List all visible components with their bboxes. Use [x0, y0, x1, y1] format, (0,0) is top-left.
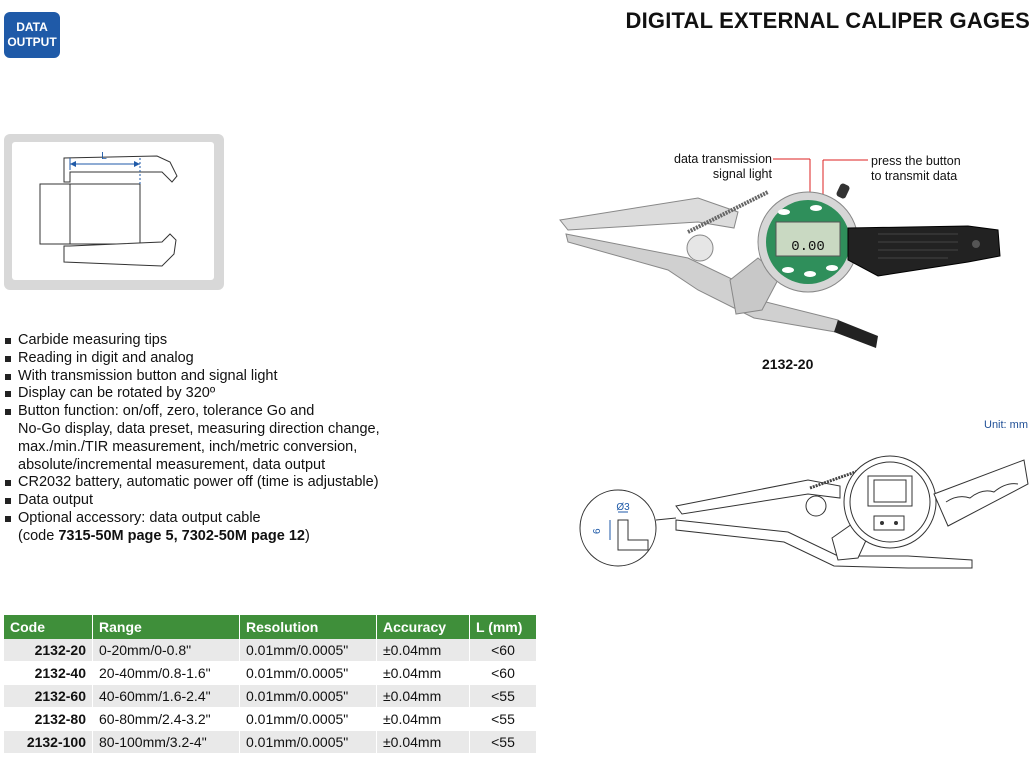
table-cell: ±0.04mm	[376, 684, 470, 708]
code-suffix: )	[304, 527, 310, 544]
feature-text: Reading in digit and analog	[18, 349, 194, 366]
spec-table: Code Range Resolution Accuracy L (mm) 21…	[4, 615, 537, 754]
table-cell: ±0.04mm	[376, 661, 470, 685]
feature-item: Carbide measuring tips	[4, 332, 444, 350]
feature-text: Data output	[18, 492, 93, 509]
display-reading: 0.00	[791, 239, 825, 255]
feature-text-continued: max./min./TIR measurement, inch/metric c…	[18, 438, 358, 455]
table-cell: 2132-20	[4, 639, 93, 662]
feature-item: CR2032 battery, automatic power off (tim…	[4, 474, 444, 492]
caliper-schematic: L	[39, 151, 178, 267]
gauge-button	[778, 209, 790, 215]
table-cell: 2132-60	[4, 684, 93, 708]
unit-label: Unit: mm	[984, 419, 1028, 431]
table-cell: <55	[469, 707, 537, 731]
feature-text-continued: No-Go display, data preset, measuring di…	[18, 420, 380, 437]
table-cell: 2132-100	[4, 730, 93, 754]
label-transmit-line1: press the button	[871, 154, 961, 168]
table-cell: ±0.04mm	[376, 730, 470, 754]
feature-text: With transmission button and signal ligh…	[18, 367, 278, 384]
badge-line-2: OUTPUT	[7, 35, 57, 49]
table-cell: 0-20mm/0-0.8"	[92, 639, 240, 662]
header-resolution: Resolution	[239, 615, 377, 639]
feature-item: Display can be rotated by 320º	[4, 385, 444, 403]
table-cell: 40-60mm/1.6-2.4"	[92, 684, 240, 708]
gauge-button	[826, 265, 838, 271]
label-signal-light: data transmission signal light	[662, 152, 772, 182]
label-transmit-button: press the button to transmit data	[871, 154, 961, 184]
code-prefix: (code	[18, 527, 59, 544]
feature-item: With transmission button and signal ligh…	[4, 368, 444, 386]
feature-text: Optional accessory: data output cable	[18, 509, 261, 526]
tip-length: 6	[592, 528, 603, 534]
data-output-badge: DATA OUTPUT	[4, 12, 60, 58]
dimension-label: L	[101, 151, 107, 162]
model-number: 2132-20	[762, 356, 814, 372]
table-cell: <55	[469, 684, 537, 708]
handle	[847, 225, 1001, 277]
table-cell: <60	[469, 661, 537, 685]
feature-text: Button function: on/off, zero, tolerance…	[18, 403, 315, 420]
feature-item: Button function: on/off, zero, tolerance…	[4, 403, 444, 474]
header-code: Code	[4, 615, 93, 639]
header-range: Range	[92, 615, 240, 639]
table-cell: <60	[469, 639, 537, 662]
gauge-button	[782, 267, 794, 273]
page-title: DIGITAL EXTERNAL CALIPER GAGES	[625, 8, 1030, 33]
feature-item: Optional accessory: data output cable(co…	[4, 510, 444, 546]
feature-text-continued: absolute/incremental measurement, data o…	[18, 456, 326, 473]
gauge-button	[810, 205, 822, 211]
label-signal-light-line2: signal light	[712, 167, 772, 181]
table-cell: 80-100mm/3.2-4"	[92, 730, 240, 754]
product-photo: 0.00	[559, 158, 1001, 348]
table-cell: 60-80mm/2.4-3.2"	[92, 707, 240, 731]
tip-diameter: Ø3	[616, 502, 630, 513]
feature-text: Carbide measuring tips	[18, 332, 168, 348]
table-header-row: Code Range Resolution Accuracy L (mm)	[4, 615, 537, 639]
table-cell: 0.01mm/0.0005"	[239, 639, 377, 662]
feature-text: CR2032 battery, automatic power off (tim…	[18, 474, 379, 491]
table-cell: 0.01mm/0.0005"	[239, 730, 377, 754]
table-cell: 2132-80	[4, 707, 93, 731]
label-signal-light-line1: data transmission	[674, 152, 772, 166]
measurement-diagram: L	[4, 134, 224, 290]
table-cell: 2132-40	[4, 661, 93, 685]
badge-line-1: DATA	[16, 20, 48, 34]
label-transmit-line2: to transmit data	[871, 169, 958, 183]
header-length: L (mm)	[469, 615, 537, 639]
feature-code-reference: (code 7315-50M page 5, 7302-50M page 12)	[18, 528, 444, 546]
table-cell: ±0.04mm	[376, 707, 470, 731]
code-pages: 7315-50M page 5, 7302-50M page 12	[58, 527, 305, 544]
gauge-button	[804, 271, 816, 277]
feature-text: Display can be rotated by 320º	[18, 385, 216, 402]
feature-item: Reading in digit and analog	[4, 350, 444, 368]
table-cell: <55	[469, 730, 537, 754]
header-accuracy: Accuracy	[376, 615, 470, 639]
feature-item: Data output	[4, 492, 444, 510]
table-cell: ±0.04mm	[376, 639, 470, 662]
table-cell: 0.01mm/0.0005"	[239, 661, 377, 685]
diagram-panel: L	[12, 142, 214, 280]
table-cell: 0.01mm/0.0005"	[239, 684, 377, 708]
table-cell: 0.01mm/0.0005"	[239, 707, 377, 731]
technical-drawing: Ø3 6	[579, 455, 1029, 569]
transmit-button	[836, 183, 850, 199]
table-cell: 20-40mm/0.8-1.6"	[92, 661, 240, 685]
